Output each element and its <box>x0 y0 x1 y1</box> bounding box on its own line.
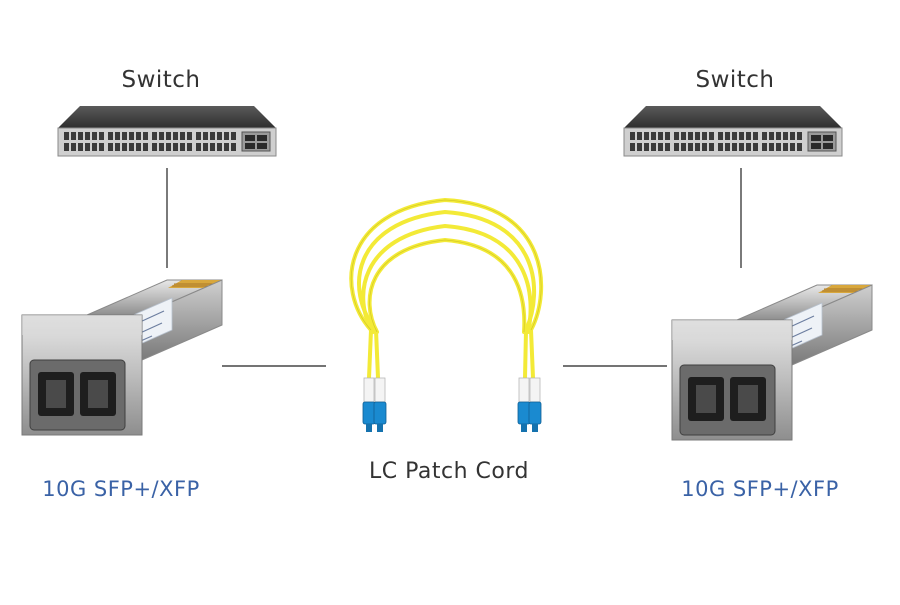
patch-cord-label: LC Patch Cord <box>369 459 529 484</box>
left-module-label: 10G SFP+/XFP <box>42 477 200 501</box>
lc-patch-cord-icon <box>349 197 544 433</box>
left-sfp-transceiver-icon <box>21 279 223 436</box>
right-module-label: 10G SFP+/XFP <box>681 477 839 501</box>
left-switch-icon <box>57 105 277 157</box>
right-switch-label: Switch <box>695 67 775 93</box>
right-switch-icon <box>623 105 843 157</box>
left-switch-label: Switch <box>121 67 201 93</box>
right-sfp-transceiver-icon <box>671 284 873 441</box>
